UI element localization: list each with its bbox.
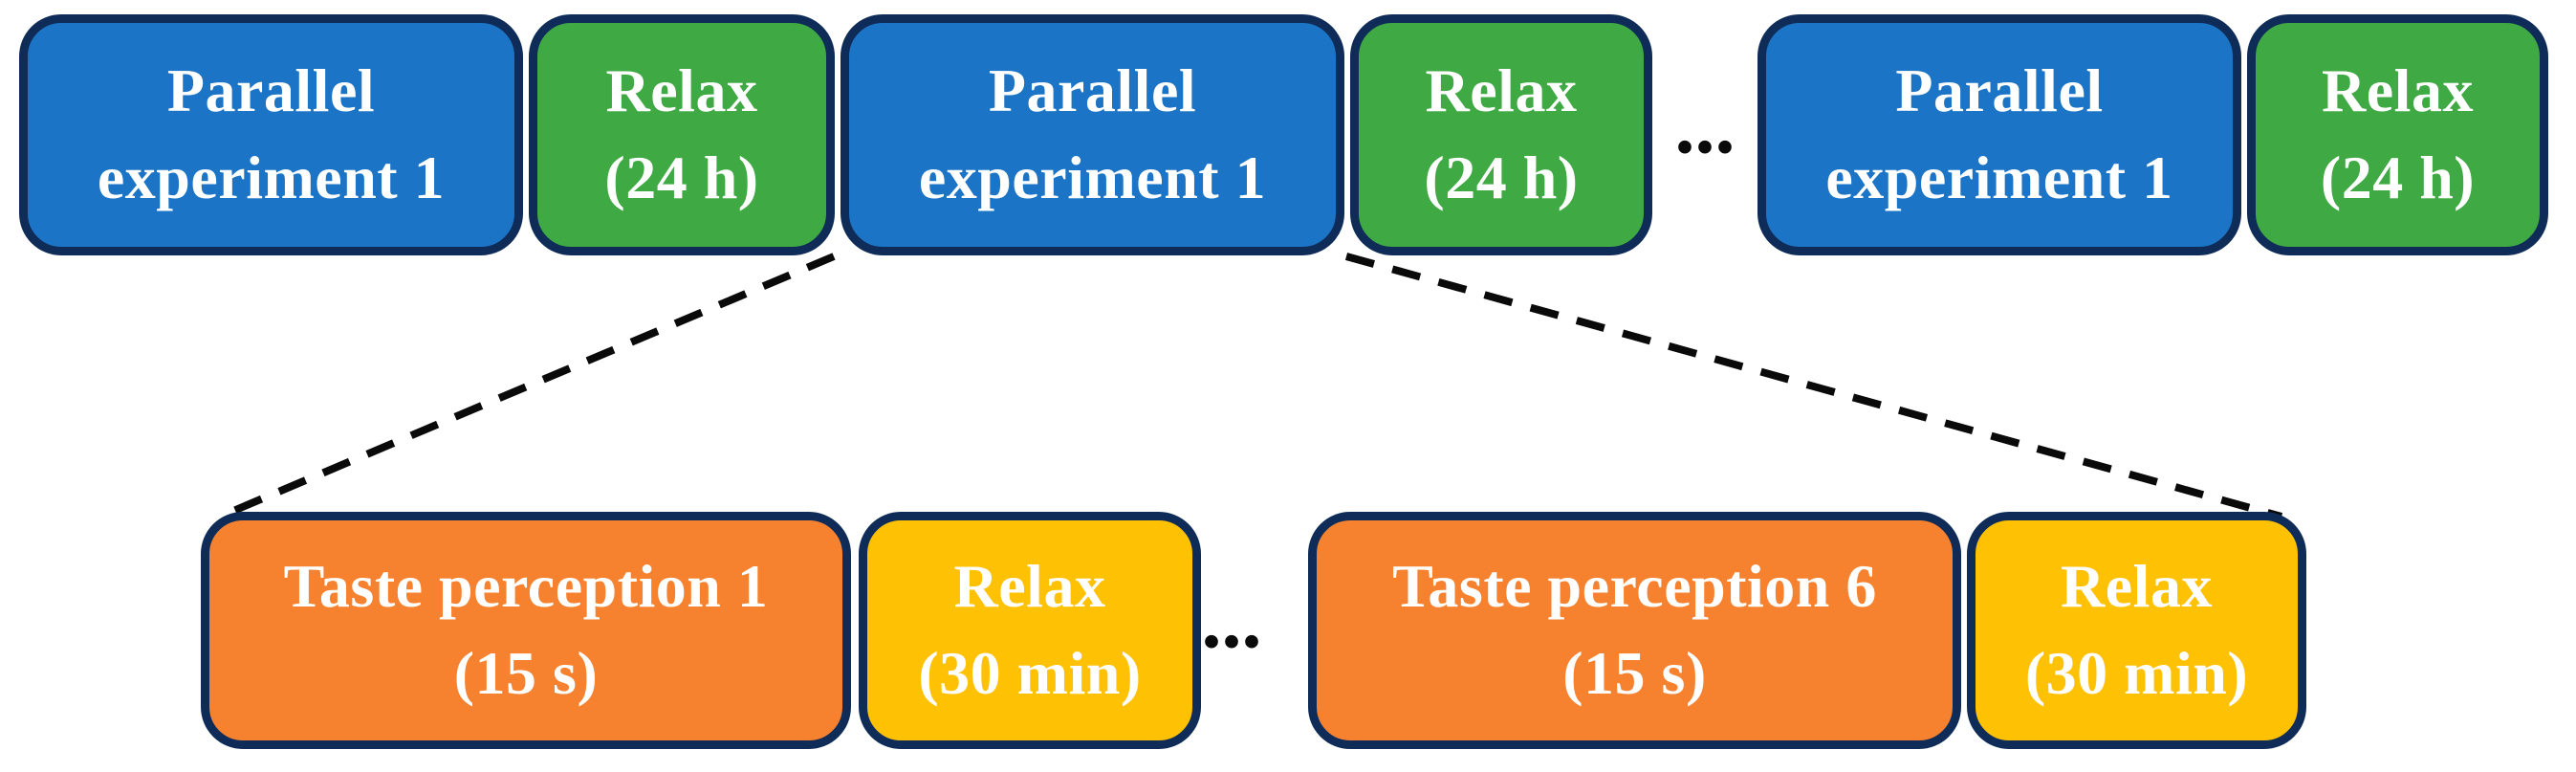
block-label: Taste perception 6 (15 s) bbox=[1392, 552, 1877, 707]
block-label: Relax (24 h) bbox=[2320, 56, 2476, 211]
block-label: Parallel experiment 1 bbox=[918, 56, 1267, 211]
parallel-experiment-block-2: Parallel experiment 1 bbox=[840, 14, 1344, 255]
top-row-ellipsis: ... bbox=[1674, 81, 1736, 171]
block-label: Parallel experiment 1 bbox=[97, 56, 446, 211]
relax-24h-block-3: Relax (24 h) bbox=[2247, 14, 2548, 255]
right-dashed-connector bbox=[1344, 253, 2283, 520]
bottom-row-ellipsis: ... bbox=[1201, 576, 1262, 666]
block-label: Parallel experiment 1 bbox=[1825, 56, 2173, 211]
parallel-experiment-block-1: Parallel experiment 1 bbox=[19, 14, 523, 255]
relax-30min-block-2: Relax (30 min) bbox=[1967, 512, 2306, 749]
block-label: Taste perception 1 (15 s) bbox=[283, 552, 769, 707]
parallel-experiment-block-3: Parallel experiment 1 bbox=[1757, 14, 2241, 255]
block-label: Relax (24 h) bbox=[1424, 56, 1579, 211]
taste-perception-block-1: Taste perception 1 (15 s) bbox=[201, 512, 851, 749]
left-dashed-connector bbox=[218, 253, 836, 520]
block-label: Relax (24 h) bbox=[604, 56, 759, 211]
relax-24h-block-2: Relax (24 h) bbox=[1350, 14, 1652, 255]
relax-30min-block-1: Relax (30 min) bbox=[859, 512, 1201, 749]
relax-24h-block-1: Relax (24 h) bbox=[529, 14, 835, 255]
block-label: Relax (30 min) bbox=[2024, 552, 2249, 707]
taste-perception-block-6: Taste perception 6 (15 s) bbox=[1308, 512, 1961, 749]
block-label: Relax (30 min) bbox=[918, 552, 1142, 707]
